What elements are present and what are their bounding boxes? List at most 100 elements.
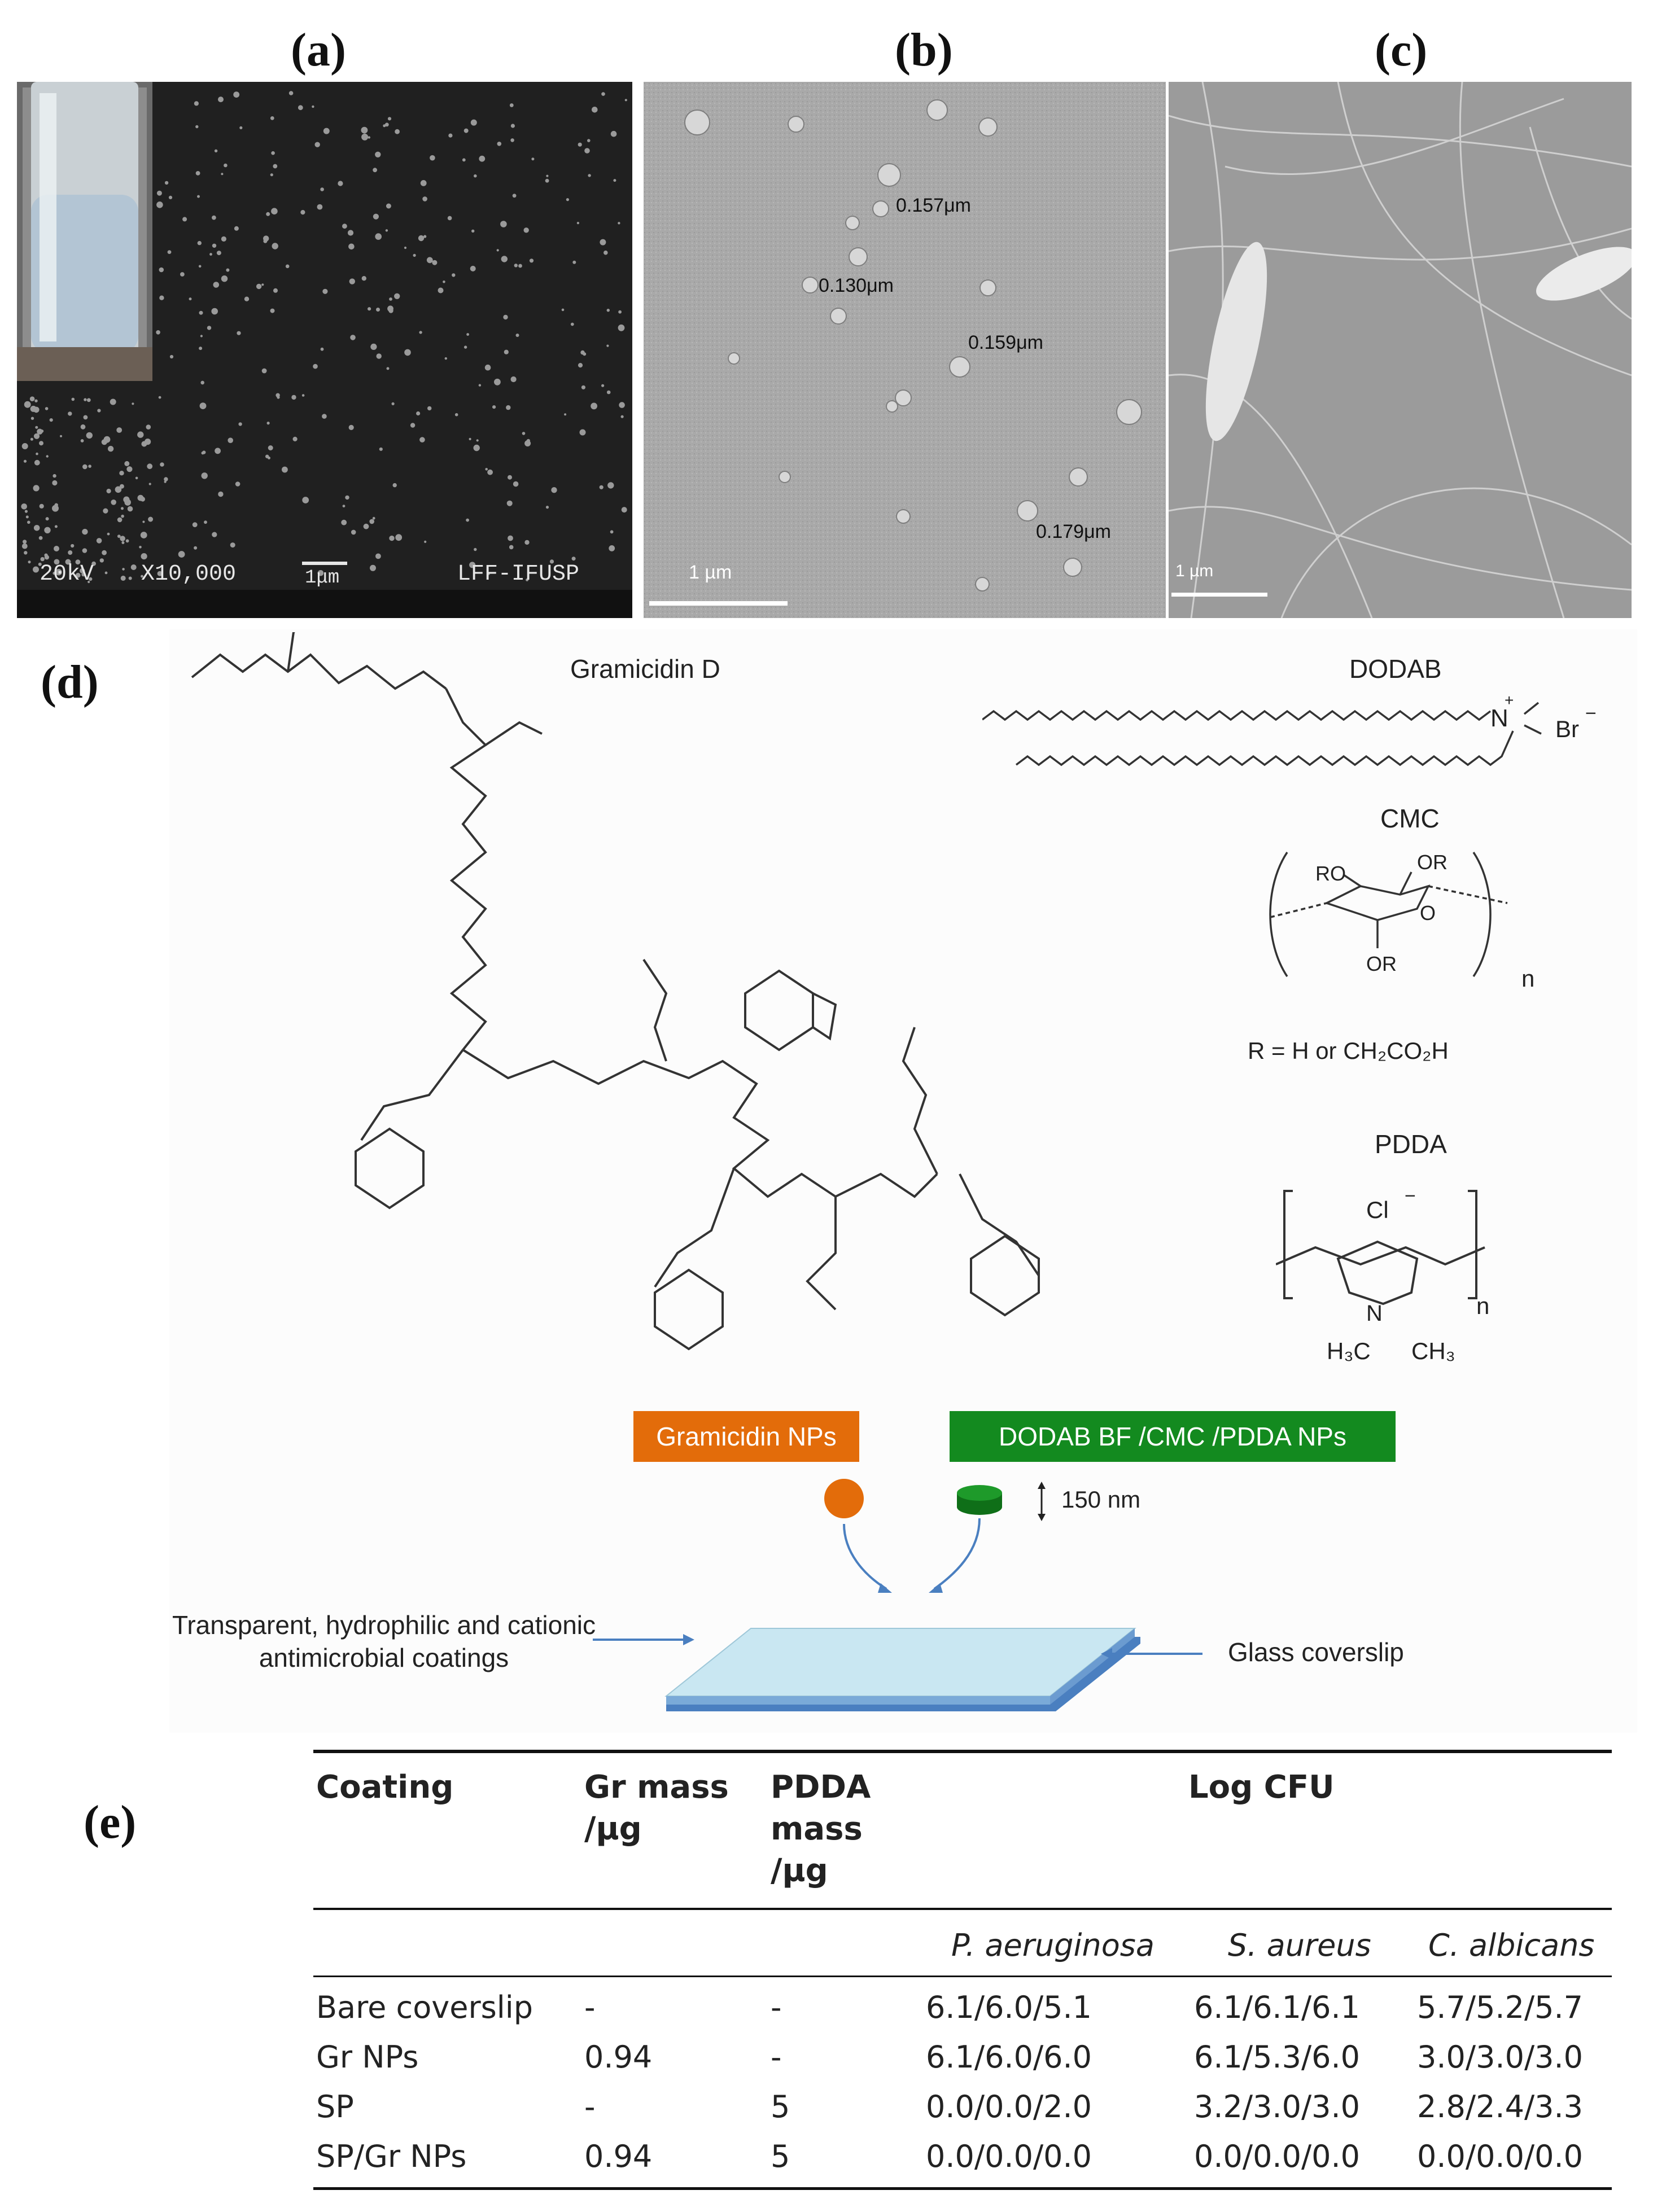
sem-particle [204,520,207,524]
sem-particle [27,520,30,524]
sem-particle [213,282,220,288]
sem-particle [363,523,369,529]
sem-particle [277,396,280,399]
sem-particle [395,129,400,134]
sem-particle [896,509,911,524]
sem-particle [524,440,531,446]
sem-particle [256,283,262,290]
sem-particle [509,545,514,550]
sem-particle [469,562,476,568]
sem-particle [167,250,172,254]
sem-particle [148,516,154,522]
sem-particle [182,217,187,222]
sem-particle [389,535,395,541]
sem-particle [38,562,42,566]
sem-particle [526,578,529,581]
sem-particle [610,530,614,534]
sem-particle [513,481,519,487]
sem-particle [510,124,515,128]
sem-particle [263,239,268,243]
sem-particle [447,216,452,221]
sem-particle [60,435,62,437]
sem-particle [285,264,290,269]
sem-particle [404,246,407,249]
sem-particle [80,439,84,443]
sem-particle [195,171,200,176]
sem-particle [508,535,513,541]
subheader-rule [313,1976,1612,1977]
sem-particle [298,105,303,111]
sem-particle [1069,467,1088,487]
sem-image-a: 20kV X10,000 1μm LFF-IFUSP [17,82,632,618]
sem-particle [30,437,33,441]
sem-particle [159,295,164,300]
sem-particle [86,432,93,439]
sem-particle [200,335,203,338]
sem-particle [75,572,81,578]
sem-particle [40,557,45,562]
sem-particle [198,265,202,268]
sem-particle [387,117,392,121]
sem-particle [68,550,73,555]
dodab-title: DODAB [1349,654,1442,684]
sem-particle [588,174,591,177]
sem-particle [54,503,58,507]
sem-particle [1063,558,1082,577]
sem-particle [886,400,898,413]
sem-particle [156,202,163,208]
cmc-repeat: n [1521,965,1535,992]
sem-particle [169,354,174,359]
sem-particle [55,568,62,576]
sem-particle [33,433,40,439]
sem-particle [189,297,192,301]
sem-particle [292,436,298,442]
sem-particle [392,483,397,488]
sem-particle [211,308,218,315]
sem-particle [572,260,576,264]
sem-particle [218,491,224,497]
sem-particle [265,454,269,458]
sem-particle [518,264,522,268]
sem-particle [338,181,343,186]
sem-particle [268,445,273,450]
sem-particle [361,133,369,141]
sem-particle [86,398,91,402]
sem-particle [39,503,44,509]
sem-particle [71,544,75,548]
sem-particle [121,541,125,544]
sem-particle [178,551,185,558]
sem-particle [601,92,605,96]
sem-particle [88,465,91,468]
sem-particle [301,394,305,397]
cell-sa: 6.1/6.1/6.1 [1194,1990,1361,2025]
sem-particle [485,468,488,471]
sem-particle [500,221,507,227]
gramicidin-title: Gramicidin D [570,654,720,684]
sem-particle [157,571,163,576]
header-gr-mass: Gr mass /µg [584,1769,729,1847]
sem-particle [564,413,567,416]
sem-particle [212,215,216,220]
disk-nanoparticle [957,1485,1002,1515]
sem-particle [142,520,145,523]
schematic-diagram [664,1479,1140,1711]
cell-sa: 0.0/0.0/0.0 [1194,2139,1361,2174]
sem-particle [619,402,625,408]
sem-particle [33,485,40,492]
sem-particle [82,548,88,553]
sem-particle [523,227,529,233]
sem-particle [423,235,427,238]
sem-particle [291,395,296,400]
gramicidin-structure [191,632,1040,1351]
sem-particle [452,273,456,277]
sem-particle [111,500,116,505]
sem-particle [33,525,40,531]
sem-particle [139,432,143,436]
cell-ca: 5.7/5.2/5.7 [1417,1990,1584,2025]
sem-particle [271,151,275,155]
header-rule [313,1908,1612,1910]
sem-particle [39,441,43,446]
sem-particle [478,384,482,387]
